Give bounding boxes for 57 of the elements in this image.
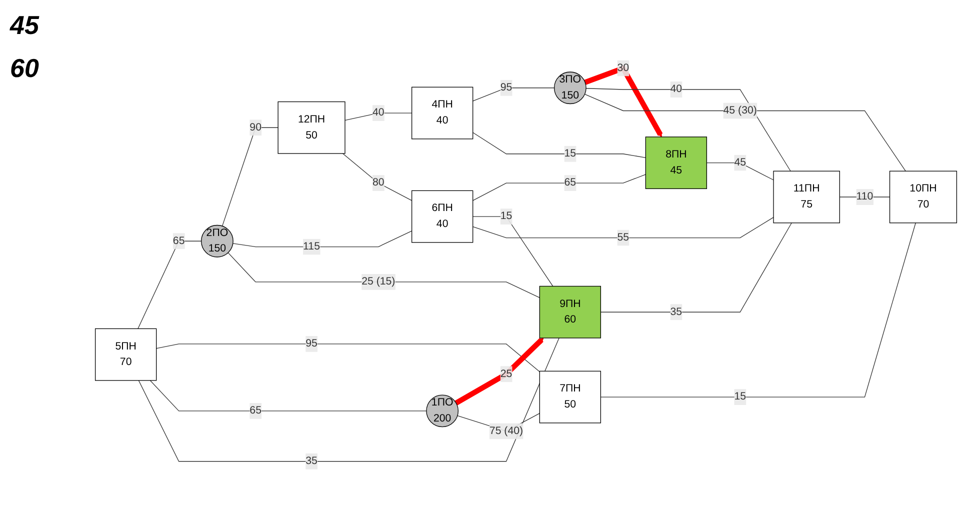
edge-label: 15 xyxy=(734,390,746,402)
edge-label: 65 xyxy=(250,404,262,416)
edge-label: 80 xyxy=(372,176,384,188)
node-box: 6ПН 40 xyxy=(411,190,474,242)
edge-label: 55 xyxy=(617,231,630,243)
connector xyxy=(150,380,427,411)
edge-label: 40 xyxy=(372,106,384,118)
node-box: 10ПН 70 xyxy=(889,170,958,223)
node-circle: 1ПО 200 xyxy=(426,394,459,427)
node-box: 4ПН 40 xyxy=(411,86,474,139)
connector xyxy=(706,162,774,180)
edge-label: 45 xyxy=(734,156,746,168)
connector xyxy=(138,240,202,329)
connector xyxy=(584,94,906,172)
node-box: 12ПН 50 xyxy=(278,101,346,154)
connector xyxy=(600,222,792,312)
node-box: 8ПН 45 xyxy=(645,136,708,189)
connector xyxy=(156,343,540,372)
edge-label: 75 (40) xyxy=(489,424,524,436)
edge-label: 35 xyxy=(670,306,682,318)
flow-value: 60 xyxy=(10,53,40,84)
connector xyxy=(472,216,554,286)
connector xyxy=(232,230,412,247)
node-circle: 2ПО 150 xyxy=(200,224,234,257)
edge-label: 115 xyxy=(303,240,320,252)
edge-label: 40 xyxy=(670,83,682,94)
flow-value: 45 xyxy=(10,10,40,41)
connector xyxy=(472,216,774,238)
node-box: 9ПН 60 xyxy=(539,286,601,338)
edge-label: 25 xyxy=(500,368,512,380)
arrow xyxy=(454,337,544,405)
edge-label: 65 xyxy=(564,176,576,188)
edge-label: 15 xyxy=(500,210,512,222)
edge-label: 15 xyxy=(564,148,576,159)
node-box: 5ПН 70 xyxy=(94,328,157,380)
edge-label: 65 xyxy=(172,234,185,246)
connector xyxy=(472,87,555,102)
node-circle: 3ПО 150 xyxy=(554,71,586,104)
connector xyxy=(344,112,412,120)
node-box: 11ПН 75 xyxy=(773,170,840,223)
connector xyxy=(228,252,540,298)
node-box: 7ПН 50 xyxy=(539,370,601,423)
connector xyxy=(472,132,646,158)
edge-label: 95 xyxy=(500,82,512,93)
edge-label: 25 (15) xyxy=(362,276,396,287)
edge-label: 90 xyxy=(250,121,262,133)
edge-label: 45 (30) xyxy=(723,104,757,116)
connector xyxy=(586,88,791,172)
edge-label: 35 xyxy=(306,455,318,466)
connector xyxy=(138,337,560,462)
edge-label: 30 xyxy=(617,62,630,74)
connector xyxy=(600,222,916,398)
connector xyxy=(472,174,646,201)
edge-label: 110 xyxy=(856,190,874,202)
connector xyxy=(342,152,412,201)
connector xyxy=(222,126,278,226)
edge-label: 95 xyxy=(306,338,318,349)
